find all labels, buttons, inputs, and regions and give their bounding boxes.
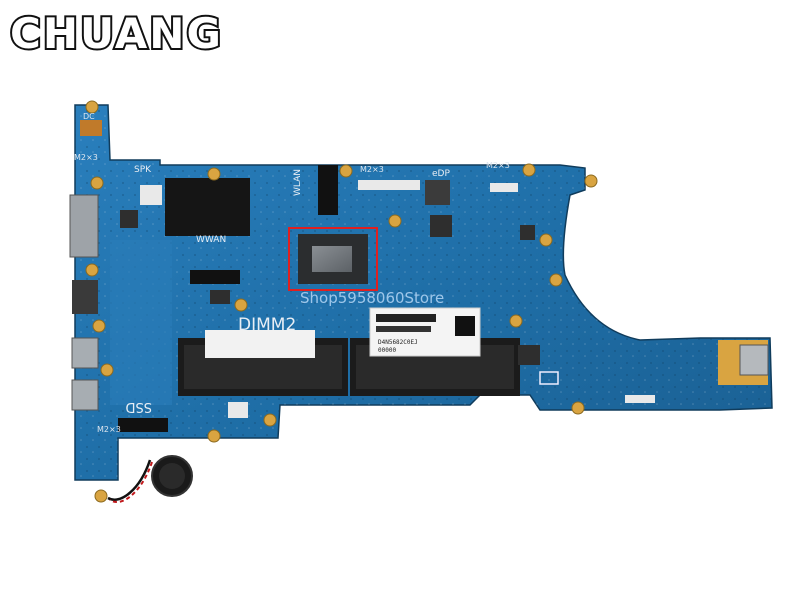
bottom-connector	[228, 402, 248, 418]
small-connector	[140, 185, 162, 205]
logo: CHUANG	[8, 7, 223, 60]
right-connector	[490, 183, 518, 192]
side-chip	[120, 210, 138, 228]
label-dc: DC	[83, 112, 95, 121]
label-m2-bottom: M2×3	[97, 425, 121, 434]
label-ssd: SSD	[125, 399, 152, 414]
ic-chip-left	[210, 290, 230, 304]
inductor-chip	[430, 215, 452, 237]
thermal-pad	[165, 178, 250, 236]
power-chip	[425, 180, 450, 205]
pcb-left-strip	[110, 240, 172, 405]
wwan-slot	[190, 270, 240, 284]
label-m2-top: M2×3	[360, 165, 384, 174]
dc-jack	[80, 120, 102, 136]
ic-chip-mid	[518, 345, 540, 365]
edp-connector	[358, 180, 420, 190]
sticker-line1: D4N5682C0EJ	[378, 339, 418, 346]
ribbon-connector	[625, 395, 655, 403]
ic-chip-right	[520, 225, 535, 240]
rj45-port	[72, 280, 98, 314]
usb-port-1	[71, 337, 99, 369]
sticker-line2: 00000	[378, 347, 396, 354]
label-dimm: DIMM2	[238, 315, 296, 335]
label-wlan: WLAN	[293, 169, 303, 196]
cpu-die	[312, 246, 352, 272]
hdmi-port	[69, 194, 99, 258]
cmos-battery	[107, 455, 193, 503]
ssd-slot	[118, 418, 168, 432]
usb-port-right	[739, 344, 769, 376]
usb-port-2	[71, 379, 99, 411]
watermark-text: Shop5958060Store	[300, 289, 444, 307]
label-spk: SPK	[134, 165, 152, 175]
cpu-frame	[288, 227, 378, 291]
logo-text: CHUANG	[10, 9, 223, 58]
label-wwan: WWAN	[196, 235, 226, 245]
label-edp: eDP	[432, 169, 450, 179]
pcb-board: D4N5682C0EJ 00000	[69, 100, 773, 503]
dimm-label-plate	[205, 330, 315, 358]
label-m2-left: M2×3	[74, 153, 98, 162]
mounting-holes	[85, 100, 598, 503]
label-m2-right: M2×3	[486, 161, 510, 170]
wlan-slot	[318, 165, 338, 215]
